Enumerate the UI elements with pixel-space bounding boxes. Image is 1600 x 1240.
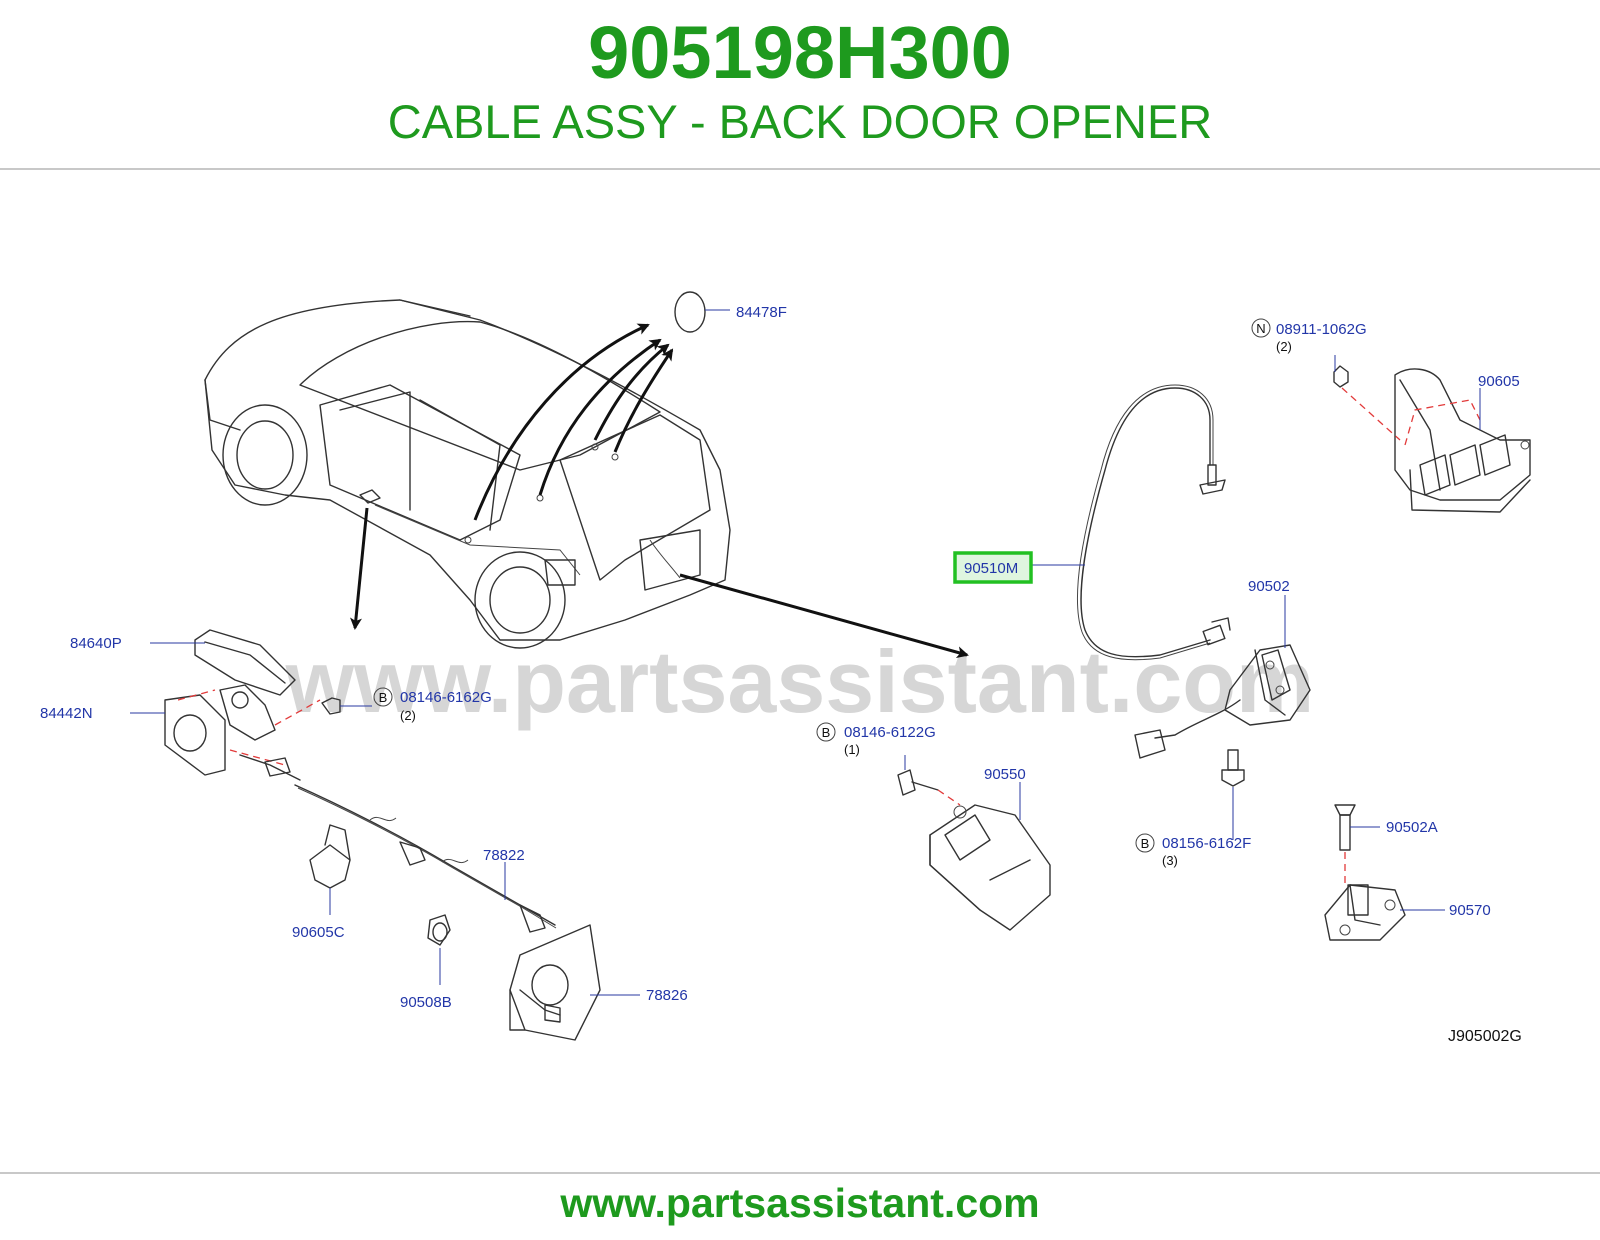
footer-divider: [0, 1172, 1600, 1174]
header-divider: [0, 168, 1600, 170]
parts-diagram: www.partsassistant.com: [40, 291, 1531, 1045]
watermark: www.partsassistant.com: [285, 632, 1315, 731]
callout-90502[interactable]: 90502: [1248, 578, 1290, 595]
part-90550: [897, 769, 1051, 931]
callout-08146-6122g[interactable]: 08146-6122G: [844, 724, 936, 741]
callout-84478f[interactable]: 84478F: [736, 304, 787, 321]
badge-b: B: [379, 690, 388, 705]
part-number: 905198H300: [588, 11, 1012, 94]
badge-b: B: [1141, 836, 1150, 851]
diagram-code: J905002G: [1448, 1028, 1522, 1045]
callout-90570[interactable]: 90570: [1449, 902, 1491, 919]
callout-08911-1062g[interactable]: 08911-1062G: [1276, 321, 1367, 338]
qty-08156-6162f: (3): [1162, 853, 1178, 868]
qty-08146-6162g: (2): [400, 708, 416, 723]
inside-handle-assembly: [164, 629, 601, 1041]
callout-78826[interactable]: 78826: [646, 987, 688, 1004]
callout-08146-6162g[interactable]: 08146-6162G: [400, 689, 492, 706]
qty-08146-6122g: (1): [844, 742, 860, 757]
callout-labels: 84478F 08911-1062G (2) 90605 90510M 9050…: [40, 304, 1522, 1045]
fastener-badges: N B B B: [373, 318, 1271, 853]
badge-b: B: [822, 725, 831, 740]
callout-90508b[interactable]: 90508B: [400, 994, 452, 1011]
callout-leaders: [130, 309, 1481, 996]
callout-90605[interactable]: 90605: [1478, 373, 1520, 390]
part-90502a-90570: [1324, 804, 1406, 941]
footer-url-link[interactable]: www.partsassistant.com: [560, 1180, 1040, 1226]
callout-78822[interactable]: 78822: [483, 847, 525, 864]
qty-08911-1062g: (2): [1276, 339, 1292, 354]
callout-08156-6162f[interactable]: 08156-6162F: [1162, 835, 1251, 852]
callout-90502a[interactable]: 90502A: [1386, 819, 1438, 836]
indicator-arrows: [350, 323, 969, 659]
part-90502: [1134, 644, 1311, 787]
cable-90510m: [1076, 384, 1231, 661]
badge-n: N: [1256, 321, 1265, 336]
callout-90605c[interactable]: 90605C: [292, 924, 345, 941]
highlight-box: [953, 551, 1033, 584]
vehicle-illustration: [204, 299, 731, 649]
part-title: CABLE ASSY - BACK DOOR OPENER: [387, 95, 1213, 148]
callout-84640p[interactable]: 84640P: [70, 635, 122, 652]
page-header: 905198H300 CABLE ASSY - BACK DOOR OPENER: [0, 0, 1600, 168]
part-90605: [1333, 365, 1531, 513]
callout-90510m[interactable]: 90510M: [964, 560, 1018, 577]
callout-84442n[interactable]: 84442N: [40, 705, 93, 722]
callout-90550[interactable]: 90550: [984, 766, 1026, 783]
